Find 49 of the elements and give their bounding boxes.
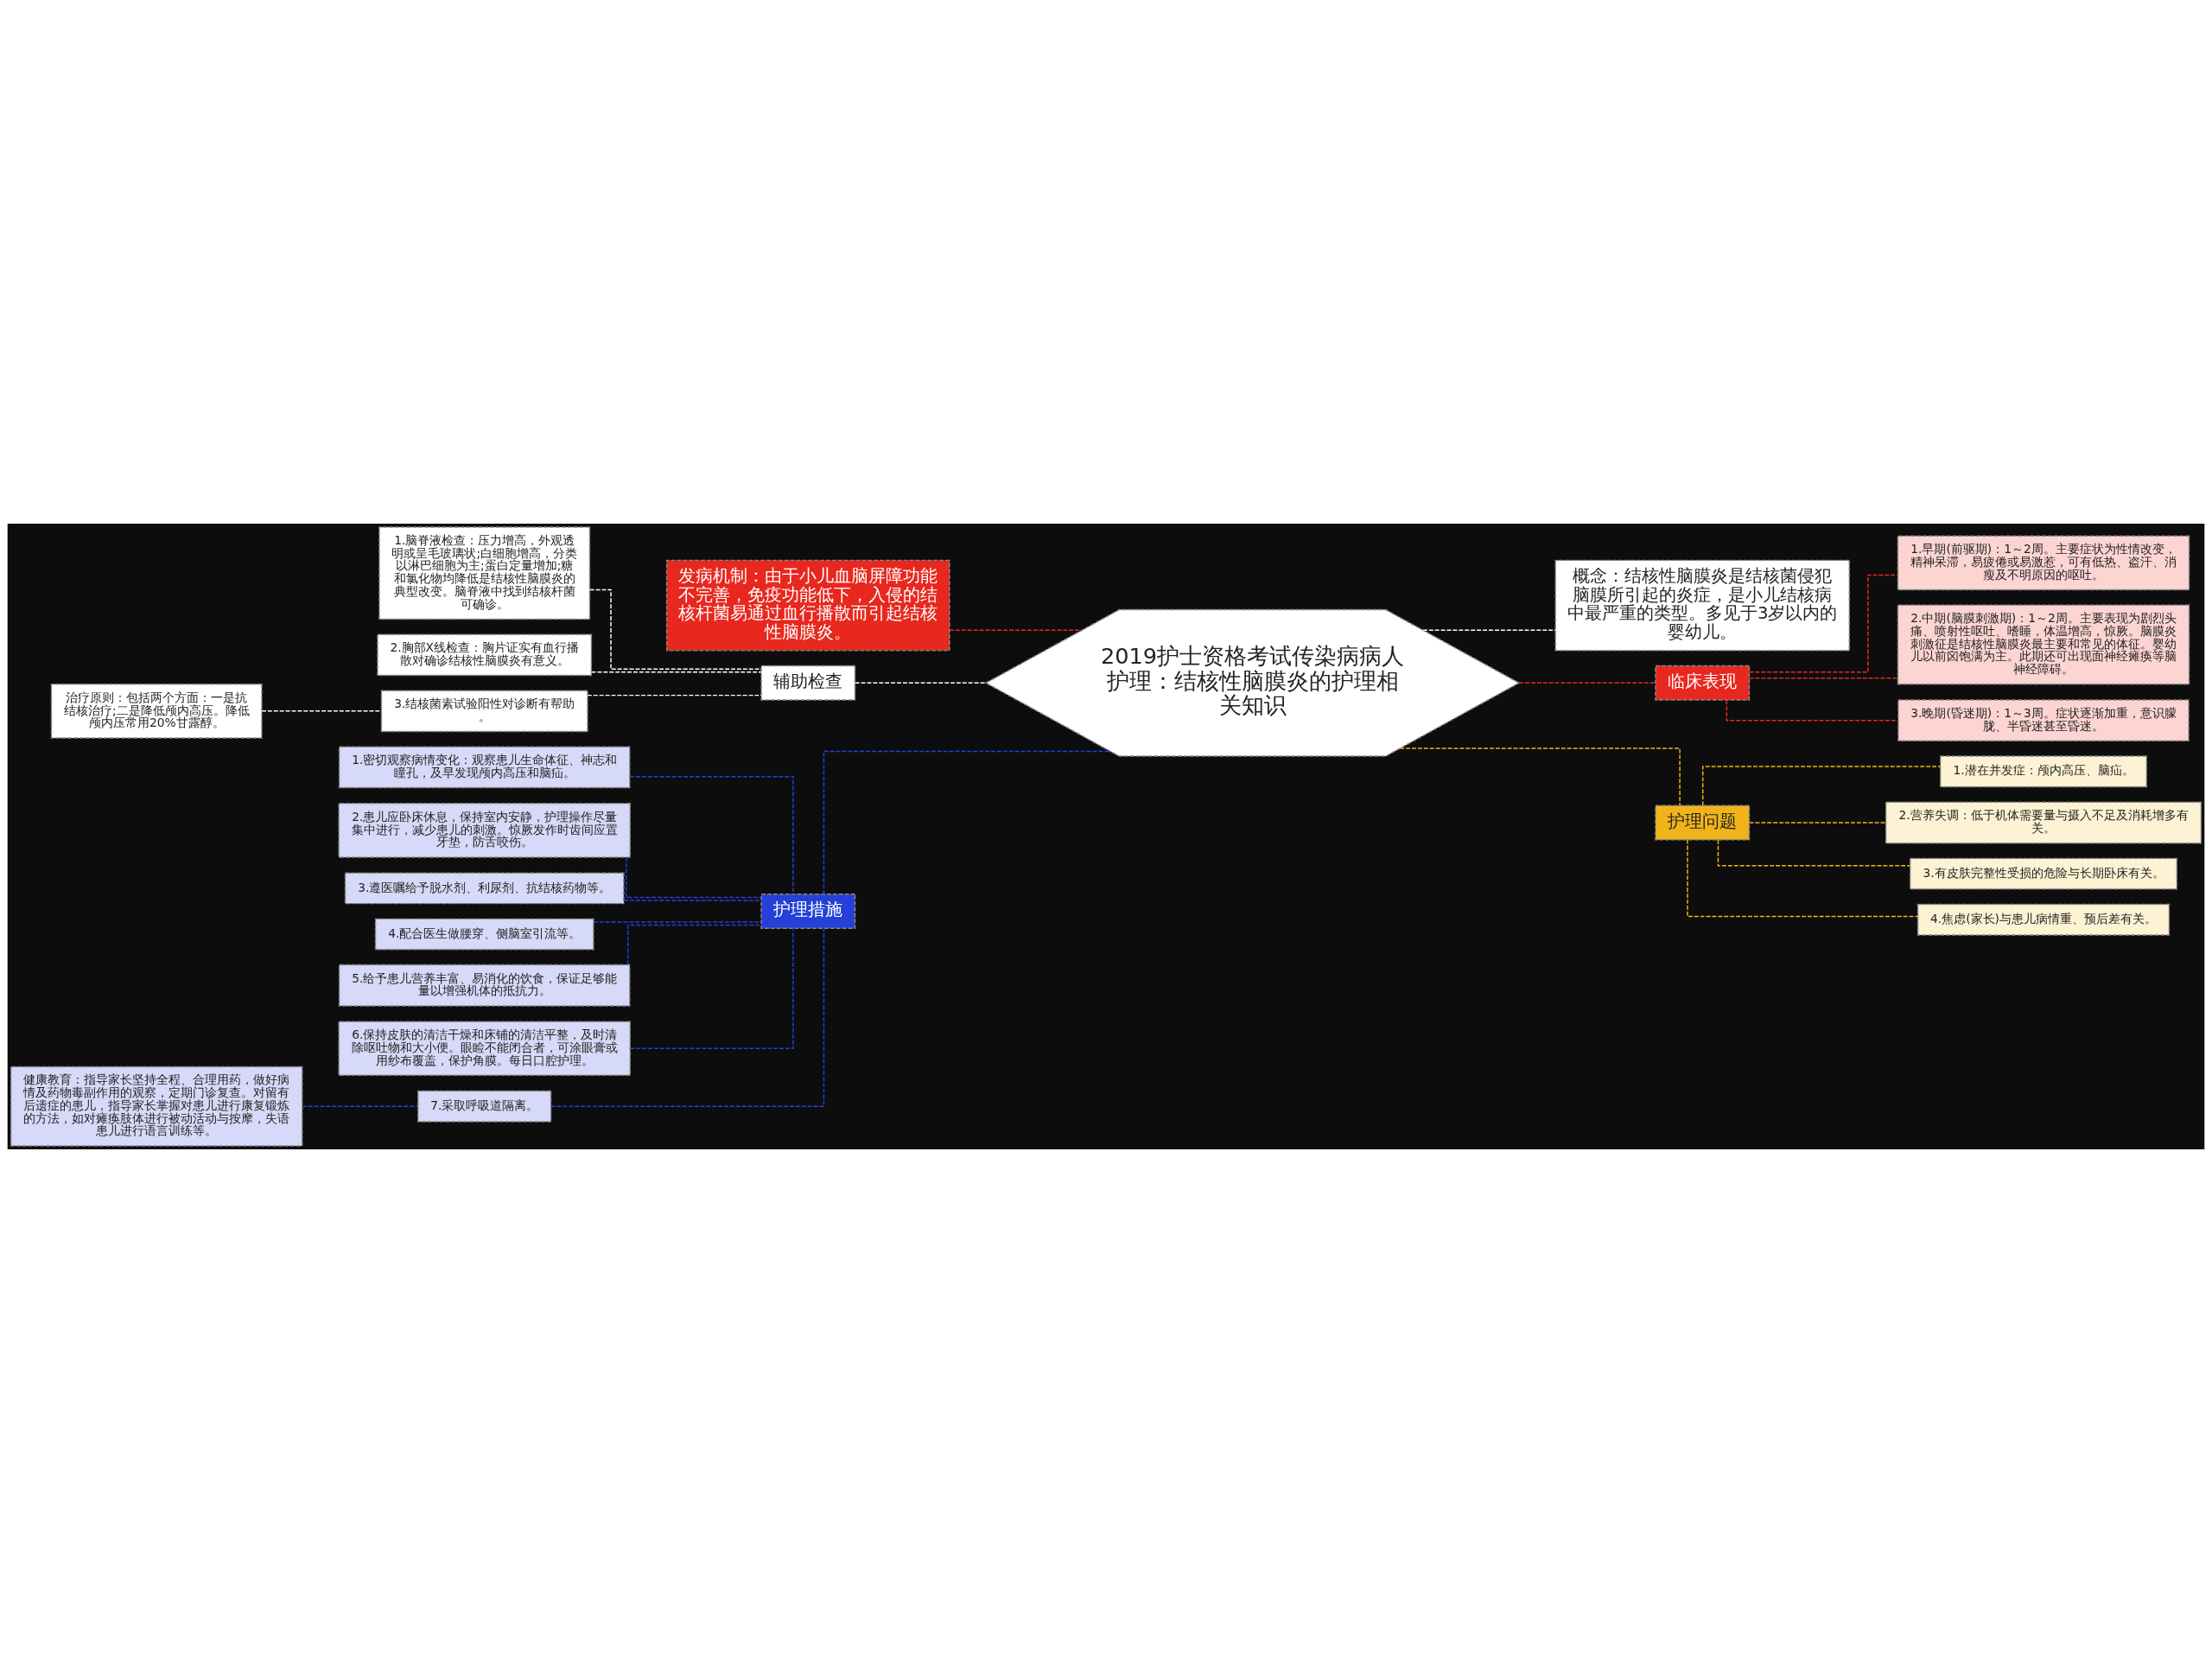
node-box: 3.遵医嘱给予脱水剂、利尿剂、抗结核药物等。 <box>344 872 625 905</box>
node-box: 2.患儿应卧床休息，保持室内安静，护理操作尽量集中进行，减少患儿的刺激。惊厥发作时齿间应置牙垫，防舌咬伤。 <box>338 803 631 858</box>
connector <box>587 694 762 697</box>
connector <box>627 924 762 965</box>
connector <box>1726 699 1899 722</box>
node-box: 辅助检查 <box>760 665 856 701</box>
connector <box>623 900 762 901</box>
connector <box>949 629 1083 632</box>
connector <box>1687 839 1919 918</box>
node-box: 护理问题 <box>1655 805 1751 841</box>
connector <box>1701 766 1942 806</box>
connector <box>1518 682 1656 684</box>
connector <box>302 1105 419 1107</box>
node-box: 1.早期(前驱期)：1～2周。主要症状为性情改变，精神呆滞，易疲倦或易激惹，可有低热、盗汗、消瘦及不明原因的呕吐。 <box>1897 535 2190 591</box>
connector <box>855 682 987 684</box>
connector <box>1717 839 1911 867</box>
node-box: 发病机制：由于小儿血脑屏障功能不完善，免疫功能低下，入侵的结核杆菌易通过血行播散而引起结核性脑膜炎。 <box>665 559 950 652</box>
node-box: 7.采取呼吸道隔离。 <box>417 1090 552 1123</box>
connector <box>1748 677 1898 679</box>
connector <box>261 710 382 712</box>
node-box: 1.密切观察病情变化：观察患儿生命体征、神志和瞳孔，及早发现颅内高压和脑疝。 <box>338 746 631 789</box>
node-box: 治疗原则：包括两个方面：一是抗结核治疗;二是降低颅内高压。降低颅内压常用20%甘露醇。 <box>50 684 263 739</box>
connector <box>629 776 794 895</box>
connector <box>629 927 794 1049</box>
node-box: 3.结核菌素试验阳性对诊断有帮助。 <box>380 690 588 733</box>
connector <box>1422 629 1556 632</box>
node-box: 护理措施 <box>760 894 856 929</box>
node-box: 1.脑脊液检查：压力增高，外观透明或呈毛玻璃状;白细胞增高，分类以淋巴细胞为主;蛋白定量增加;糖和氯化物均降低是结核性脑膜炎的典型改变。脑脊液中找到结核杆菌可确诊。 <box>378 526 591 620</box>
node-box: 1.潜在并发症：颅内高压、脑疝。 <box>1939 755 2147 788</box>
node-box: 3.晚期(昏迷期)：1～3周。症状逐渐加重，意识朦胧、半昏迷甚至昏迷。 <box>1897 699 2190 742</box>
node-box: 2.中期(脑膜刺激期)：1～2周。主要表现为剧烈头痛、喷射性呕吐、嗜睡，体温增高，惊厥。脑膜炎刺激征是结核性脑膜炎最主要和常见的体征。婴幼儿以前囟饱满为主。此期还可出现面神经瘫痪等脑神经障碍。 <box>1897 604 2190 685</box>
connector <box>1748 822 1887 824</box>
connector <box>590 671 762 673</box>
connector <box>626 856 762 899</box>
connector <box>593 921 762 923</box>
node-box: 5.给予患儿营养丰富、易消化的饮食，保证足够能量以增强机体的抵抗力。 <box>338 964 631 1007</box>
connector <box>1748 574 1899 673</box>
node-box: 4.焦虑(家长)与患儿病情重、预后差有关。 <box>1916 903 2171 936</box>
node-box: 概念：结核性脑膜炎是结核菌侵犯脑膜所引起的炎症，是小儿结核病中最严重的类型。多见于3岁以内的婴幼儿。 <box>1554 559 1850 652</box>
connector <box>823 750 1111 895</box>
node-box: 4.配合医生做腰穿、侧脑室引流等。 <box>374 918 594 951</box>
node-box: 3.有皮肤完整性受损的危险与长期卧床有关。 <box>1910 857 2177 890</box>
node-box: 健康教育：指导家长坚持全程、合理用药，做好病情及药物毒副作用的观察，定期门诊复查。对留有后遗症的患儿，指导家长掌握对患儿进行康复锻炼的方法，如对瘫痪肢体进行被动活动与按摩，失语患儿进行语言训练等。 <box>10 1066 303 1147</box>
node-box: 2.胸部X线检查：胸片证实有血行播散对确诊结核性脑膜炎有意义。 <box>377 633 593 677</box>
node-box: 2.营养失调：低于机体需要量与摄入不足及消耗增多有关。 <box>1885 801 2202 844</box>
connector <box>1399 747 1681 806</box>
connector <box>550 927 825 1107</box>
node-box: 6.保持皮肤的清洁干燥和床铺的清洁平整，及时清除呕吐物和大小便。眼睑不能闭合者，可涂眼膏或用纱布覆盖，保护角膜。每日口腔护理。 <box>338 1021 631 1076</box>
node-box: 临床表现 <box>1655 665 1751 701</box>
